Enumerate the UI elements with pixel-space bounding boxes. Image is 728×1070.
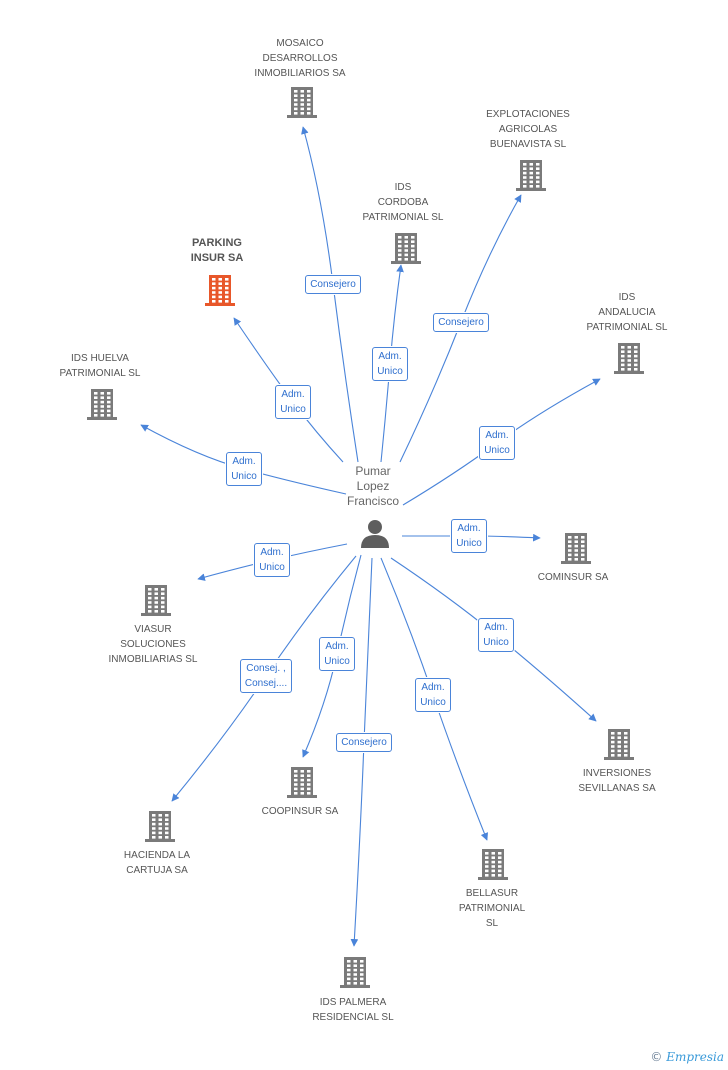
building-icon-explotaciones[interactable] xyxy=(516,160,546,191)
node-label-hacienda[interactable]: HACIENDA LA CARTUJA SA xyxy=(123,850,191,876)
empresia-watermark: © Empresia xyxy=(650,1050,724,1064)
edge-label-hacienda[interactable]: Consej. , Consej.... xyxy=(239,659,293,693)
edge-label-ids_palmera[interactable]: Consejero xyxy=(336,732,392,752)
node-label-parking[interactable]: PARKING INSUR SA xyxy=(190,237,244,264)
edge-ids_palmera xyxy=(350,557,373,947)
node-label-ids_cordoba[interactable]: IDS CORDOBA PATRIMONIAL SL xyxy=(362,182,444,223)
edge-label-ids_huelva[interactable]: Adm. Unico xyxy=(226,452,262,486)
watermark-text: Empresia xyxy=(666,1050,724,1064)
building-icon-coopinsur[interactable] xyxy=(287,767,317,798)
nodes-layer xyxy=(87,87,644,988)
building-icon-cominsur[interactable] xyxy=(561,533,591,564)
node-label-inversiones[interactable]: INVERSIONES SEVILLANAS SA xyxy=(578,768,656,794)
building-icon-ids_andalucia[interactable] xyxy=(614,343,644,374)
edge-label-bellasur[interactable]: Adm. Unico xyxy=(415,678,451,712)
edge-label-ids_cordoba[interactable]: Adm. Unico xyxy=(372,347,408,381)
node-label-mosaico[interactable]: MOSAICO DESARROLLOS INMOBILIARIOS SA xyxy=(254,38,346,79)
edge-label-inversiones[interactable]: Adm. Unico xyxy=(478,618,514,652)
node-label-cominsur[interactable]: COMINSUR SA xyxy=(537,572,609,583)
edge-label-coopinsur[interactable]: Adm. Unico xyxy=(319,637,355,671)
node-label-ids_huelva[interactable]: IDS HUELVA PATRIMONIAL SL xyxy=(59,353,141,379)
node-label-explotaciones[interactable]: EXPLOTACIONES AGRICOLAS BUENAVISTA SL xyxy=(486,109,570,150)
edge-label-ids_andalucia[interactable]: Adm. Unico xyxy=(479,426,515,460)
building-icon-viasur[interactable] xyxy=(141,585,171,616)
edge-label-cominsur[interactable]: Adm. Unico xyxy=(451,519,487,553)
node-label-ids_andalucia[interactable]: IDS ANDALUCIA PATRIMONIAL SL xyxy=(586,292,668,333)
edge-label-explotaciones[interactable]: Consejero xyxy=(433,312,489,332)
edge-mosaico xyxy=(301,126,359,463)
node-label-coopinsur[interactable]: COOPINSUR SA xyxy=(261,806,339,817)
building-icon-ids_cordoba[interactable] xyxy=(391,233,421,264)
edge-label-viasur[interactable]: Adm. Unico xyxy=(254,543,290,577)
node-label-bellasur[interactable]: BELLASUR PATRIMONIAL SL xyxy=(458,888,526,929)
building-icon-ids_huelva[interactable] xyxy=(87,389,117,420)
edge-label-mosaico[interactable]: Consejero xyxy=(305,274,361,294)
building-icon-parking[interactable] xyxy=(205,275,235,306)
person-name[interactable]: Pumar Lopez Francisco xyxy=(346,464,399,508)
building-icon-hacienda[interactable] xyxy=(145,811,175,842)
building-icon-bellasur[interactable] xyxy=(478,849,508,880)
building-icon-inversiones[interactable] xyxy=(604,729,634,760)
building-icon-ids_palmera[interactable] xyxy=(340,957,370,988)
edge-label-parking[interactable]: Adm. Unico xyxy=(275,385,311,419)
copyright-icon: © xyxy=(650,1050,663,1064)
node-label-viasur[interactable]: VIASUR SOLUCIONES INMOBILIARIAS SL xyxy=(108,624,198,665)
node-label-ids_palmera[interactable]: IDS PALMERA RESIDENCIAL SL xyxy=(312,997,394,1023)
building-icon-mosaico[interactable] xyxy=(287,87,317,118)
person-icon[interactable] xyxy=(361,520,389,548)
